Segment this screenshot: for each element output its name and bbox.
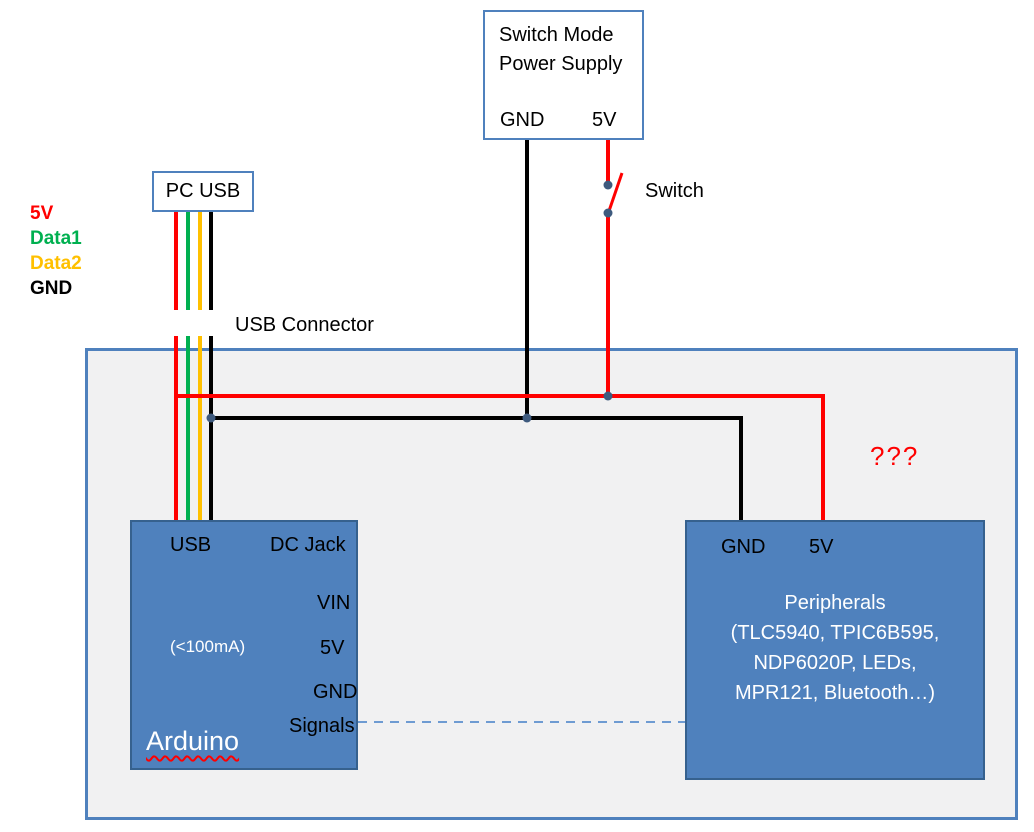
- switch-label: Switch: [645, 180, 704, 202]
- switch-top-terminal-dot: [603, 180, 613, 190]
- legend-5v-label: 5V: [30, 203, 54, 224]
- usb-connector-label: USB Connector: [235, 314, 374, 336]
- peripherals-gnd-pin-label: GND: [721, 536, 766, 558]
- arduino-signals-pin-label: Signals: [289, 715, 355, 737]
- smps-title-line1: Switch Mode: [499, 24, 614, 46]
- switch-blade: [607, 172, 624, 212]
- peripherals-text-line4: MPR121, Bluetooth…): [734, 682, 936, 704]
- smps-5v-pin-label: 5V: [592, 109, 617, 131]
- unknown-current-label: ???: [870, 441, 920, 471]
- pc-usb-label: PC USB: [165, 180, 241, 202]
- peripherals-text-line2: (TLC5940, TPIC6B595,: [730, 622, 940, 644]
- peripherals-text-line3: NDP6020P, LEDs,: [753, 652, 917, 674]
- peripherals-description: Peripherals (TLC5940, TPIC6B595, NDP6020…: [687, 588, 983, 708]
- arduino-gnd-pin-label: GND: [313, 681, 358, 703]
- smps-gnd-pin-label: GND: [500, 109, 545, 131]
- arduino-5v-pin-label: 5V: [320, 637, 345, 659]
- peripherals-text-line1: Peripherals: [784, 592, 886, 614]
- peripherals-5v-pin-label: 5V: [809, 536, 834, 558]
- switch-bottom-terminal-dot: [603, 208, 613, 218]
- arduino-usb-pin-label: USB: [170, 534, 212, 556]
- arduino-vin-pin-label: VIN: [317, 592, 351, 614]
- legend-data2-label: Data2: [30, 253, 82, 274]
- peripherals-box: GND 5V Peripherals (TLC5940, TPIC6B595, …: [685, 520, 985, 780]
- legend-data1-label: Data1: [30, 228, 82, 249]
- smps-title-line2: Power Supply: [499, 53, 623, 75]
- legend-gnd-label: GND: [30, 278, 73, 299]
- arduino-dc-jack-pin-label: DC Jack: [270, 534, 346, 556]
- arduino-box: USB DC Jack VIN 5V GND Signals (<100mA) …: [130, 520, 358, 770]
- smps-box: Switch Mode Power Supply GND 5V: [483, 10, 644, 140]
- arduino-name-label: Arduino: [146, 726, 240, 756]
- pc-usb-box: PC USB: [152, 171, 254, 212]
- arduino-current-note: (<100mA): [170, 637, 246, 656]
